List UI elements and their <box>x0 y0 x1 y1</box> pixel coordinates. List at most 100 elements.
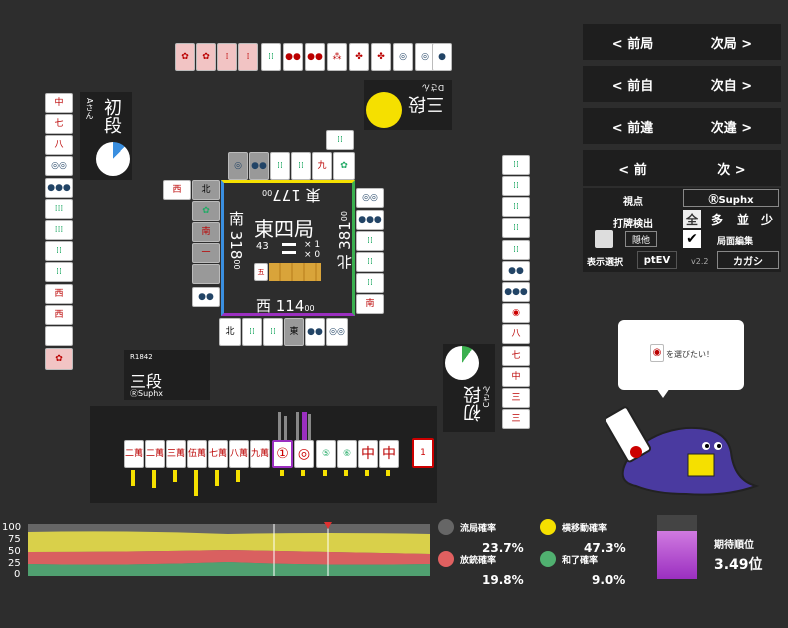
next-button[interactable]: 次 > <box>717 162 746 178</box>
tile <box>192 264 220 284</box>
tile: ✿ <box>45 348 73 370</box>
kagashi-button[interactable]: カガシ <box>717 251 779 269</box>
next-self-button[interactable]: 次自 > <box>710 78 753 94</box>
detect-many-option[interactable]: 多 <box>711 213 724 227</box>
hand-tile[interactable]: 伍萬 <box>187 440 207 468</box>
self-player-id: R1842 <box>130 353 153 361</box>
ryukyoku-dot <box>438 519 454 535</box>
tile: 一 <box>192 243 220 263</box>
tile: ⁞⁞ <box>261 43 281 71</box>
top-player-rank: 三段 <box>408 93 444 114</box>
ryukyoku-label: 流局確率 <box>460 524 497 534</box>
hand-tile[interactable]: 二萬 <box>124 440 144 468</box>
tile: ●●● <box>356 210 384 230</box>
hand-tile[interactable]: 九萬 <box>250 440 270 468</box>
tile: 七 <box>502 346 530 366</box>
tile: ⁞⁞⁞ <box>45 220 73 240</box>
tile: 東 <box>284 318 304 346</box>
yoko-label: 横移動確率 <box>562 524 608 534</box>
chart-yoko-area <box>28 531 430 554</box>
version-label: v2.2 <box>691 257 709 266</box>
prev-button[interactable]: < 前 <box>618 162 647 178</box>
left-player-name: Aさん <box>85 98 94 120</box>
rank-gauge-fill <box>657 531 697 579</box>
tile: 西 <box>45 284 73 304</box>
tile: ⁞⁞ <box>356 231 384 251</box>
hand-tile-selected[interactable]: ① <box>272 440 293 468</box>
hand-tile[interactable]: 二萬 <box>145 440 165 468</box>
hand-tile[interactable]: 中 <box>358 440 378 468</box>
honba-count: 43 <box>256 241 269 252</box>
tile: ●●● <box>45 178 73 198</box>
tile: ⁞ <box>217 43 237 71</box>
prev-self-button[interactable]: < 前自 <box>611 78 654 94</box>
detect-mid-option[interactable]: 並 <box>737 213 750 227</box>
tile: ◉ <box>502 303 530 323</box>
yoko-value: 47.3% <box>584 541 626 555</box>
top-player-avatar <box>366 92 402 128</box>
tile: 中 <box>502 367 530 387</box>
hide-checkbox[interactable] <box>595 230 613 248</box>
tile: ◎◎ <box>45 156 73 176</box>
ev-bar <box>278 412 281 440</box>
step-nav-buttons: < 前 次 > <box>583 150 781 186</box>
ev-bar <box>131 470 135 486</box>
hide-button[interactable]: 隠他 <box>625 231 657 247</box>
tile: ✤ <box>349 43 369 71</box>
self-player-panel: R1842 三段 ⓇSuphx <box>124 350 210 400</box>
tile: ⁞⁞ <box>356 273 384 293</box>
tile: 西 <box>163 180 191 200</box>
tile: ⁞⁞ <box>326 130 354 150</box>
hand-tile[interactable]: 七萬 <box>208 440 228 468</box>
detect-all-option[interactable]: 全 <box>683 210 701 228</box>
tile: ⁞⁞ <box>291 152 311 180</box>
self-player-rank: 三段 <box>130 372 163 391</box>
tile: ⁞⁞ <box>270 152 290 180</box>
next-round-button[interactable]: 次局 > <box>710 36 753 52</box>
ev-bar <box>284 416 287 440</box>
hand-tile[interactable]: ⑤ <box>316 440 336 468</box>
ytick-label: 25 <box>8 558 21 569</box>
ytick-label: 50 <box>8 546 21 557</box>
houju-label: 放銃確率 <box>460 556 497 566</box>
tile: 南 <box>356 294 384 314</box>
display-select-button[interactable]: 表示選択 <box>587 258 624 268</box>
left-player-avatar <box>96 142 130 176</box>
tile: ●● <box>192 287 220 307</box>
prev-round-button[interactable]: < 前局 <box>611 36 654 52</box>
tile: ✿ <box>192 201 220 221</box>
mascot-illustration <box>606 406 760 496</box>
edit-checkbox[interactable]: ✔ <box>683 230 701 248</box>
hand-tile[interactable]: ⑥ <box>337 440 357 468</box>
viewpoint-select[interactable]: ⓇSuphx <box>683 189 779 207</box>
south-score: 南 31800 <box>226 211 247 270</box>
hand-tile[interactable]: ◎ <box>294 440 314 468</box>
prev-diff-button[interactable]: < 前違 <box>611 120 654 136</box>
tile: ✤ <box>371 43 391 71</box>
ev-bar <box>302 412 307 440</box>
rank-gauge <box>657 515 697 579</box>
ev-bar <box>194 470 198 496</box>
speech-tail <box>656 388 670 398</box>
ptev-button[interactable]: ptEV <box>637 251 677 269</box>
chart-cursor-marker[interactable] <box>324 522 332 529</box>
hora-value: 9.0% <box>592 573 626 587</box>
next-diff-button[interactable]: 次違 > <box>710 120 753 136</box>
detect-few-option[interactable]: 少 <box>761 213 774 227</box>
right-player-name: Cさん <box>482 386 491 408</box>
edit-button[interactable]: 局面編集 <box>717 237 754 247</box>
speech-bubble: ◉ を選びたい！ <box>618 320 744 398</box>
probability-chart <box>28 522 430 576</box>
viewpoint-label: 視点 <box>623 197 643 208</box>
tile: ⁞⁞ <box>502 176 530 196</box>
hand-tile[interactable]: 中 <box>379 440 399 468</box>
hand-tile[interactable]: 八萬 <box>229 440 249 468</box>
hand-tile[interactable]: 三萬 <box>166 440 186 468</box>
ev-bar <box>365 470 369 476</box>
tile: ●● <box>249 152 269 180</box>
tile <box>45 326 73 346</box>
tile: ◎ <box>228 152 248 180</box>
drawn-tile[interactable]: 1 <box>412 438 434 468</box>
chart-houju-area <box>28 550 430 565</box>
dora-indicator-tile: 五 <box>254 263 268 281</box>
